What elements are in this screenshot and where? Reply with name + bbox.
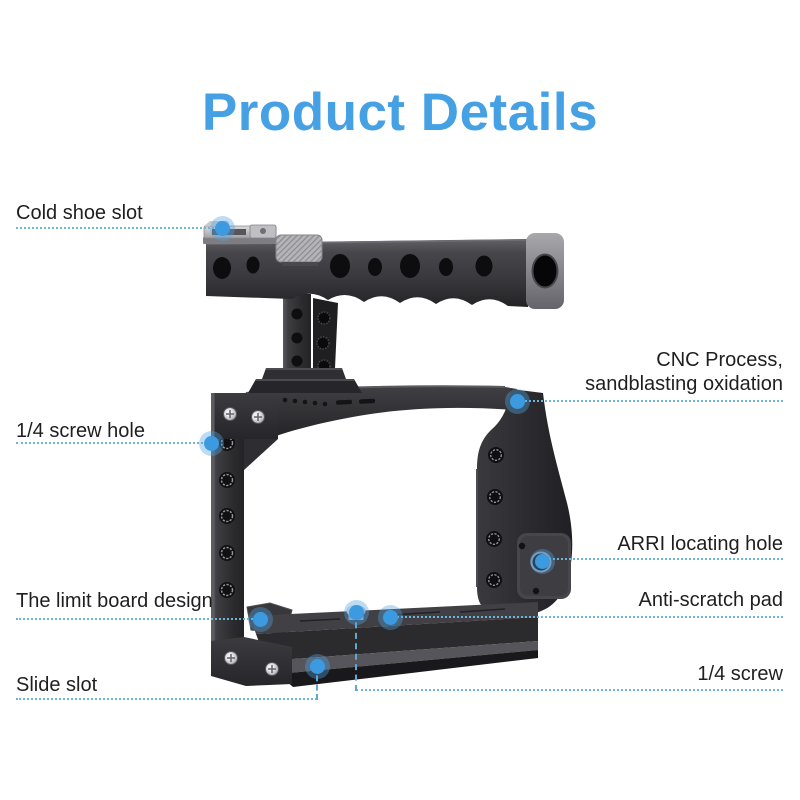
left-rail-threaded-holes [219,435,235,598]
callout-dot-limit-board [247,606,273,632]
cage-top-rail [244,385,517,447]
cage-left-rail [211,400,244,653]
callout-line-arri-locating-hole [542,558,783,560]
callout-dot-quarter-screw-hole [198,430,224,456]
callout-dot-quarter-screw [343,599,369,625]
handle-holes [213,254,493,279]
callout-label-slide-slot: Slide slot [16,674,98,696]
top-handle [203,221,564,309]
page-title: Product Details [201,83,599,142]
handle-post [248,294,362,393]
callout-line-limit-board [16,618,260,620]
callout-line-anti-scratch-pad [390,616,783,618]
slide-slot-plate [266,641,538,674]
callout-label-quarter-screw: 1/4 screw [697,663,783,685]
callout-line-quarter-screw-hole [16,442,211,444]
cnc-process-line2: sandblasting oxidation [585,372,783,395]
callout-dot-cold-shoe-slot [209,215,235,241]
callout-dot-anti-scratch-pad [377,604,403,630]
callout-dot-cnc-process [504,388,530,414]
cage-right-plate [476,389,573,614]
top-rail-holes [282,397,376,407]
callout-line-slide-slot-vertical [316,666,318,700]
cnc-process-line1: CNC Process, [656,349,783,371]
knurled-thumbscrew [275,234,323,266]
callout-dot-slide-slot [304,653,330,679]
callout-label-limit-board: The limit board design [16,590,213,612]
callout-label-anti-scratch-pad: Anti-scratch pad [638,589,783,611]
callout-label-cnc-process: CNC Process, sandblasting oxidation [585,349,783,396]
callout-label-cold-shoe-slot: Cold shoe slot [16,202,143,224]
callout-label-arri-locating-hole: ARRI locating hole [617,533,783,555]
callout-line-quarter-screw [356,689,783,691]
callout-line-cold-shoe-slot [16,227,222,229]
callout-dot-arri-locating-hole [529,548,555,574]
cage-bottom-left-corner [211,637,292,686]
callout-line-slide-slot [16,698,317,700]
callout-line-quarter-screw-vertical [355,612,357,691]
right-plate-threaded-holes [486,447,504,588]
callout-line-cnc-process [517,400,783,402]
callout-label-quarter-screw-hole: 1/4 screw hole [16,420,145,442]
cage-top-left-corner [211,393,376,470]
